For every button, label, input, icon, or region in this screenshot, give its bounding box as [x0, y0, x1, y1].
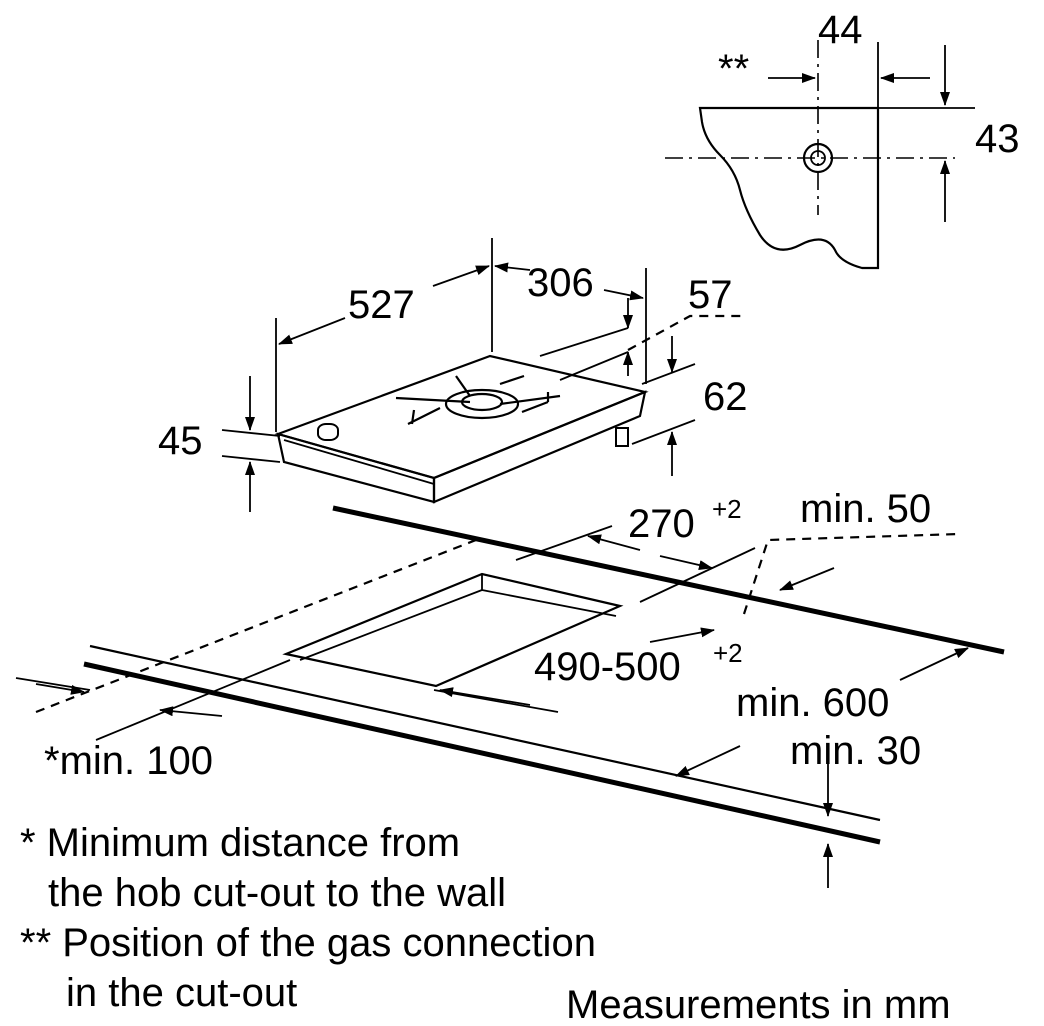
arrow-270-right: [659, 555, 713, 570]
pan-support: [395, 374, 561, 425]
arrow-270-left: [587, 534, 641, 551]
arrow-490-left: [439, 687, 531, 706]
dim-490: 490-500: [534, 645, 681, 689]
arrow-306-left: [494, 262, 531, 273]
arrow-min100-right: [35, 683, 85, 695]
worktop-front-edge-2: [83, 661, 881, 845]
dim-44: 44: [818, 8, 863, 52]
gas-connection-circle: [802, 142, 834, 174]
arrow-490-right: [649, 627, 715, 643]
burner-ring: [444, 388, 520, 420]
dim-min600: min. 600: [736, 681, 889, 725]
dim-stars: **: [718, 47, 749, 91]
hob-side-face: [432, 390, 647, 504]
hob-appliance: [274, 354, 649, 504]
dim-57: 57: [688, 273, 733, 317]
dim-min50: min. 50: [800, 487, 931, 531]
note-1-line-1: * Minimum distance from: [20, 821, 460, 865]
ext-270-left: [515, 525, 613, 561]
hob-cutout: [282, 572, 624, 688]
worktop-dimensions: 270 +2 min. 50 490-500 +2 min. 600 min. …: [15, 487, 969, 888]
worktop-back-edge: [332, 505, 1005, 655]
dashed-57: [627, 314, 745, 351]
arrow-min600-right: [899, 647, 969, 681]
arrow-min30-left: [675, 745, 741, 777]
ext-57-line: [539, 327, 629, 357]
worktop-dashed-wall: [35, 538, 477, 714]
gas-connector-pipe: [615, 427, 629, 447]
gas-connection-detail: 44 ** 43: [665, 8, 1020, 270]
dim-45: 45: [158, 419, 203, 463]
ext-45-top: [221, 429, 281, 437]
worktop-front-edge-1: [89, 644, 881, 822]
ext-490-left: [433, 689, 559, 713]
ext-57-line2: [559, 351, 629, 381]
hob-dimensions: 527 306 57 62 45: [158, 238, 748, 512]
dim-62: 62: [703, 375, 748, 419]
hob-top-surface: [274, 354, 649, 480]
note-2-line-2: in the cut-out: [66, 971, 297, 1015]
note-2-line-1: ** Position of the gas connection: [20, 921, 596, 965]
dim-527: 527: [348, 283, 415, 327]
dim-490-tolerance: +2: [713, 638, 743, 668]
control-knob: [317, 423, 339, 441]
hob-cutout-inner: [299, 574, 617, 661]
arrow-min100-left: [159, 706, 223, 717]
dim-43: 43: [975, 117, 1020, 161]
ext-min100-1: [15, 677, 91, 691]
dim-270: 270: [628, 502, 695, 546]
note-1-line-2: the hob cut-out to the wall: [48, 871, 506, 915]
ext-62-bottom: [631, 419, 696, 445]
dim-270-tolerance: +2: [712, 494, 742, 524]
cutout-corner-shape: [698, 106, 880, 270]
dim-306: 306: [527, 261, 594, 305]
ext-270-right: [639, 547, 756, 603]
arrow-527-left: [278, 317, 346, 345]
dim-min30: min. 30: [790, 729, 921, 773]
hob-top-edge: [283, 439, 435, 485]
gas-connection-inner: [810, 150, 826, 166]
ext-45-bottom: [221, 455, 281, 463]
ext-62-top: [641, 363, 696, 385]
arrow-527-right: [432, 265, 490, 287]
units-note: Measurements in mm: [566, 983, 951, 1026]
arrow-min50: [779, 567, 835, 591]
worktop-wall-line: [95, 659, 291, 741]
arrow-306-right: [603, 289, 644, 301]
dim-min100: *min. 100: [44, 739, 213, 783]
footnotes: * Minimum distance from the hob cut-out …: [20, 821, 951, 1026]
worktop: [35, 505, 1005, 845]
